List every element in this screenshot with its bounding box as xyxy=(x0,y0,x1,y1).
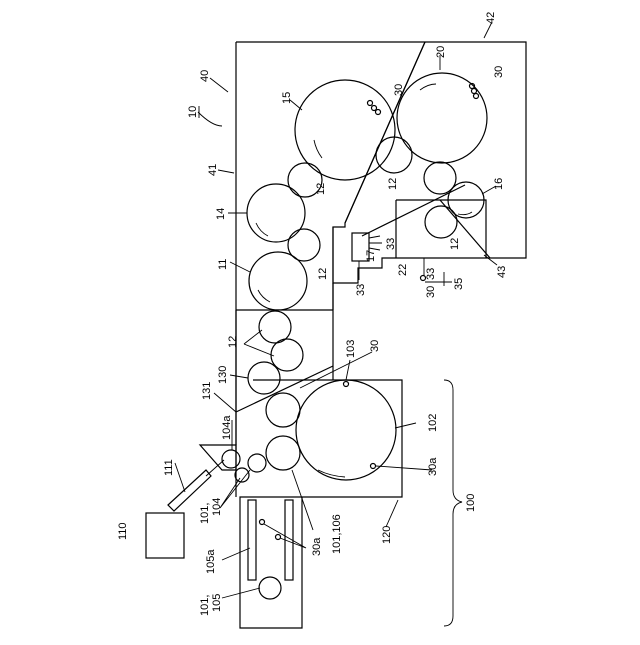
sensor-30-e xyxy=(472,89,477,94)
roller-101-small xyxy=(248,454,266,472)
sensor-30-g xyxy=(344,382,349,387)
unit-17-leads xyxy=(369,236,382,250)
rotation-arrow-11 xyxy=(258,290,270,302)
roller-130 xyxy=(248,362,280,394)
label-12-b: 12 xyxy=(317,268,329,280)
rotation-arrow-14 xyxy=(256,223,268,236)
label-12-c: 12 xyxy=(227,336,239,348)
label-12-upper: 12 xyxy=(387,178,399,190)
label-30-right: 30 xyxy=(493,66,505,78)
label-104a: 104a xyxy=(221,415,233,440)
leader-10 xyxy=(198,112,222,126)
label-120: 120 xyxy=(381,526,393,544)
label-105a: 105a xyxy=(205,549,217,574)
label-101-b: 101, xyxy=(199,595,211,616)
roller-12-d xyxy=(271,339,303,371)
sensor-30a xyxy=(371,464,376,469)
label-110: 110 xyxy=(117,522,129,540)
label-104: 104 xyxy=(211,498,223,516)
label-30-top: 30 xyxy=(393,84,405,96)
leader-41 xyxy=(218,170,234,173)
label-22: 22 xyxy=(397,264,409,276)
roller-12-c xyxy=(259,311,291,343)
leader-105a xyxy=(222,548,250,560)
label-12-a: 12 xyxy=(315,183,327,195)
label-30-103: 30 xyxy=(369,340,381,352)
feeder-131-block xyxy=(200,445,236,470)
sensor-30a-b xyxy=(260,520,265,525)
label-103: 103 xyxy=(345,340,357,358)
rotation-arrow-16 xyxy=(458,212,472,215)
roller-103-top xyxy=(266,393,300,427)
leader-120 xyxy=(386,500,398,527)
sensor-30-a xyxy=(368,101,373,106)
drum-20 xyxy=(397,73,487,163)
sensor-30-c xyxy=(376,110,381,115)
label-14: 14 xyxy=(215,208,227,220)
roller-104a xyxy=(222,450,240,468)
housing-43-box xyxy=(396,200,486,258)
leader-30a xyxy=(376,466,432,470)
label-15: 15 xyxy=(281,92,293,104)
label-40: 40 xyxy=(199,70,211,82)
label-30a-lower: 30a xyxy=(311,537,323,556)
label-11: 11 xyxy=(217,259,229,270)
roller-105 xyxy=(259,577,281,599)
drum-15 xyxy=(295,80,395,180)
label-33-35: 33 xyxy=(425,268,437,280)
label-130: 130 xyxy=(217,366,229,384)
leader-11 xyxy=(230,262,250,272)
rotation-arrow-15 xyxy=(314,140,322,158)
label-101-a: 101, xyxy=(199,503,211,524)
housing-divider-42 xyxy=(345,42,425,223)
leader-111 xyxy=(175,463,185,492)
leader-12-ab xyxy=(244,330,274,356)
label-30-33: 30 xyxy=(425,286,437,298)
leader-40 xyxy=(210,78,228,92)
label-16: 16 xyxy=(493,178,505,190)
reference-labels: 10 40 41 42 43 15 20 30 30 12 16 12 12 1… xyxy=(117,12,508,616)
label-30a: 30a xyxy=(427,457,439,476)
label-20: 20 xyxy=(435,46,447,58)
label-42: 42 xyxy=(485,12,497,24)
drum-14 xyxy=(247,184,305,242)
sensor-30-f xyxy=(474,94,479,99)
middle-diagonal-131 xyxy=(236,366,333,412)
leader-43 xyxy=(484,255,497,265)
label-10: 10 xyxy=(187,106,199,118)
label-12-lower: 12 xyxy=(449,238,461,250)
drum-11 xyxy=(249,252,307,310)
guide-bar-left xyxy=(248,500,256,580)
label-33-unit: 33 xyxy=(385,238,397,250)
label-101-106: 101,106 xyxy=(331,514,343,554)
leader-131 xyxy=(214,393,236,412)
label-43: 43 xyxy=(496,266,508,278)
label-131: 131 xyxy=(201,382,213,400)
lower-unit-outline xyxy=(240,380,402,628)
upper-housing-outline xyxy=(236,42,526,283)
leader-130 xyxy=(230,375,248,378)
sensor-30a-c xyxy=(276,535,281,540)
label-17: 17 xyxy=(365,250,377,262)
label-41: 41 xyxy=(207,164,219,176)
leader-105 xyxy=(222,588,260,598)
label-35: 35 xyxy=(453,278,465,290)
leader-102 xyxy=(395,423,416,428)
roller-101-106 xyxy=(266,436,300,470)
roller-12-lower xyxy=(425,206,457,238)
label-111: 111 xyxy=(163,459,175,476)
drum-102 xyxy=(296,380,396,480)
label-100: 100 xyxy=(465,494,477,512)
label-105: 105 xyxy=(211,594,223,612)
brace-100 xyxy=(444,380,462,626)
box-110 xyxy=(146,513,184,558)
label-102: 102 xyxy=(427,414,439,432)
label-33-bottom: 33 xyxy=(355,284,367,296)
sensor-30-b xyxy=(372,106,377,111)
rotation-arrow-20 xyxy=(420,84,436,90)
middle-section-outline xyxy=(236,310,333,445)
housing-43-diagonal xyxy=(440,200,490,258)
